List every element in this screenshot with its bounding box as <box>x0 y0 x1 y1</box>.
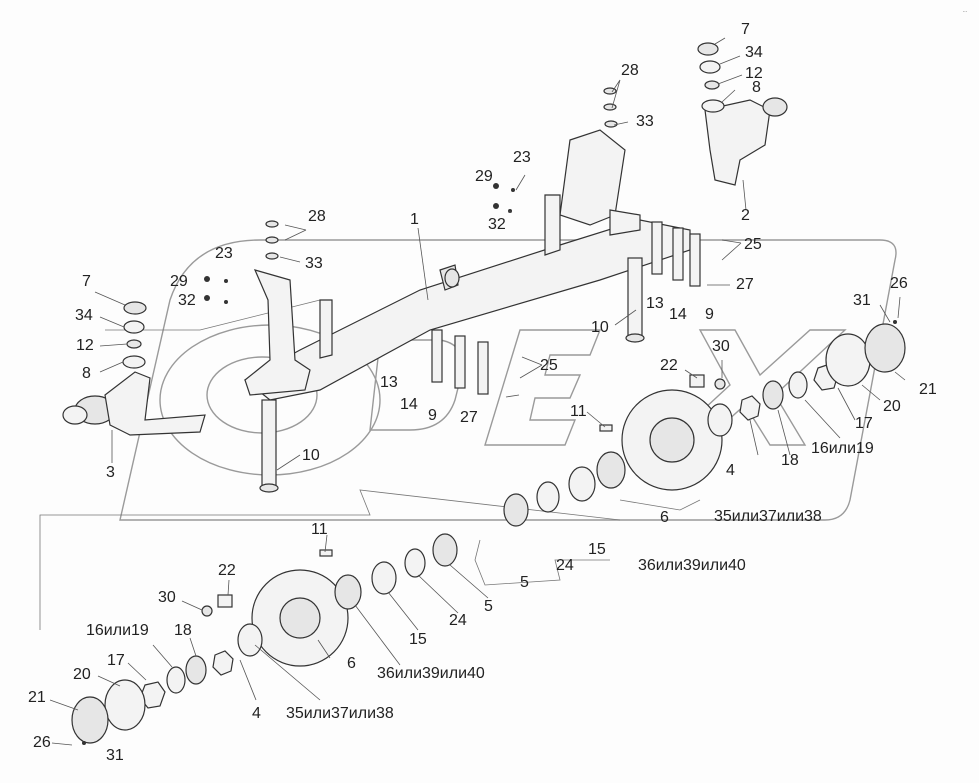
part-label-12-right: 12 <box>745 65 763 82</box>
steering-knuckle-right <box>704 97 788 186</box>
part-label-2: 2 <box>741 207 750 224</box>
part-label-4-right: 4 <box>726 462 735 479</box>
part-label-9-right: 9 <box>705 306 714 323</box>
part-label-5-right: 5 <box>520 574 529 591</box>
leader-lines <box>49 37 906 746</box>
part-label-20-right: 20 <box>883 398 901 415</box>
part-label-21-left: 21 <box>28 689 46 706</box>
part-label-16or19-left: 16или19 <box>86 622 149 639</box>
part-label-16or19-right: 16или19 <box>811 440 874 457</box>
part-label-23-right: 23 <box>513 149 531 166</box>
part-label-24-right: 24 <box>556 557 574 574</box>
part-label-9-left: 9 <box>428 407 437 424</box>
part-label-14-left: 14 <box>400 396 418 413</box>
part-label-35-right: 35или37или38 <box>714 508 822 525</box>
part-label-30-right: 30 <box>712 338 730 355</box>
part-label-13-left: 13 <box>380 374 398 391</box>
part-label-34-left: 34 <box>75 307 93 324</box>
part-label-26-left: 26 <box>33 734 51 751</box>
corner-mark: ... <box>962 8 967 14</box>
part-label-30-left: 30 <box>158 589 176 606</box>
part-label-34-right: 34 <box>745 44 763 61</box>
part-label-21-right: 21 <box>919 381 937 398</box>
part-label-22-right: 22 <box>660 357 678 374</box>
part-label-28-left: 28 <box>308 208 326 225</box>
part-label-28-right: 28 <box>621 62 639 79</box>
part-label-5-left: 5 <box>484 598 493 615</box>
king-pin-left <box>259 399 279 493</box>
hub-left <box>71 533 458 744</box>
part-label-17-left: 17 <box>107 652 125 669</box>
part-label-15-left: 15 <box>409 631 427 648</box>
part-label-13-right: 13 <box>646 295 664 312</box>
part-label-31-left: 31 <box>106 747 124 764</box>
part-label-7-left: 7 <box>82 273 91 290</box>
part-label-20-left: 20 <box>73 666 91 683</box>
shim-plates-right <box>651 221 701 287</box>
part-label-3: 3 <box>106 464 115 481</box>
washer-stack-right <box>697 42 725 113</box>
part-label-29-left: 29 <box>170 273 188 290</box>
part-label-12-left: 12 <box>76 337 94 354</box>
part-label-17-right: 17 <box>855 415 873 432</box>
part-label-14-right: 14 <box>669 306 687 323</box>
right-tower <box>544 129 641 256</box>
part-label-15-right: 15 <box>588 541 606 558</box>
part-label-35-left: 35или37или38 <box>286 705 394 722</box>
part-label-24-left: 24 <box>449 612 467 629</box>
axle-beam <box>243 219 691 401</box>
part-label-36-right: 36или39или40 <box>638 557 746 574</box>
part-label-6-left: 6 <box>347 655 356 672</box>
part-label-18-right: 18 <box>781 452 799 469</box>
part-label-11-right: 11 <box>570 403 587 420</box>
part-label-27-left: 27 <box>460 409 478 426</box>
part-label-11-left: 11 <box>311 521 328 538</box>
part-label-4-left: 4 <box>252 705 261 722</box>
part-label-26-right: 26 <box>890 275 908 292</box>
part-label-23-left: 23 <box>215 245 233 262</box>
part-label-31-right: 31 <box>853 292 871 309</box>
shim-plates-left <box>431 329 489 395</box>
part-label-33-right: 33 <box>636 113 654 130</box>
part-label-27-right: 27 <box>736 276 754 293</box>
part-label-33-left: 33 <box>305 255 323 272</box>
watermark-letter-e <box>484 329 602 446</box>
part-label-29-right: 29 <box>475 168 493 185</box>
king-pin-right <box>625 257 645 343</box>
steering-knuckle-left <box>62 371 206 436</box>
part-label-32-left: 32 <box>178 292 196 309</box>
part-label-10-right: 10 <box>591 319 609 336</box>
part-label-22-left: 22 <box>218 562 236 579</box>
part-label-1: 1 <box>410 211 419 228</box>
part-label-32-right: 32 <box>488 216 506 233</box>
part-label-6-right: 6 <box>660 509 669 526</box>
hub-right <box>503 323 906 527</box>
washer-stack-left <box>122 301 147 369</box>
part-label-36-left: 36или39или40 <box>377 665 485 682</box>
watermark-letter-p <box>369 339 464 431</box>
part-label-7-right: 7 <box>741 21 750 38</box>
part-label-8-left: 8 <box>82 365 91 382</box>
part-label-8-right: 8 <box>752 79 761 96</box>
fasteners <box>82 87 897 745</box>
part-label-18-left: 18 <box>174 622 192 639</box>
part-label-25-right: 25 <box>744 236 762 253</box>
left-bracket <box>244 269 333 396</box>
part-label-25-left: 25 <box>540 357 558 374</box>
part-label-10-left: 10 <box>302 447 320 464</box>
